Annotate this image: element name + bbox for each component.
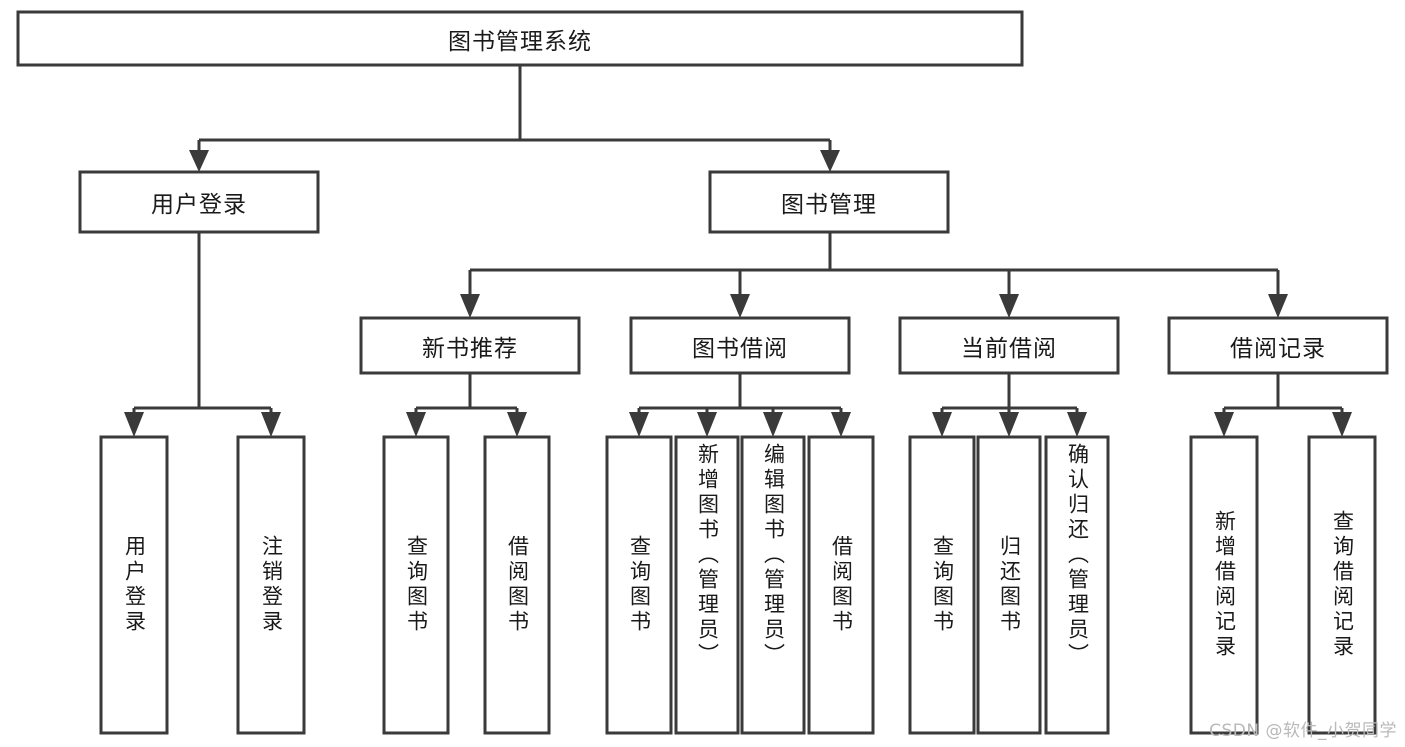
node-box-root[interactable] xyxy=(16,10,1024,67)
node-box-leaf-query-record[interactable] xyxy=(1307,435,1377,735)
connector-group-book-manage-to-level3 xyxy=(460,232,1288,318)
arrow-book-manage xyxy=(820,150,840,172)
arrow-leaf-edit-book xyxy=(763,412,783,437)
node-box-leaf-borrow-book-1[interactable] xyxy=(483,435,551,735)
node-box-new-book-recommend[interactable] xyxy=(359,316,581,375)
arrow-new-book-recommend xyxy=(460,294,480,318)
node-box-leaf-return-book[interactable] xyxy=(976,435,1042,735)
connector-group-user-login-to-leaves xyxy=(124,232,281,437)
connector-group-current-borrow-to-leaves xyxy=(932,373,1087,437)
connector-group-borrow-record-to-leaves xyxy=(1214,373,1352,437)
arrow-leaf-query-book-1 xyxy=(406,412,426,437)
node-box-leaf-query-book-1[interactable] xyxy=(382,435,450,735)
arrow-leaf-borrow-book-2 xyxy=(831,412,851,437)
arrow-leaf-query-record xyxy=(1332,412,1352,437)
node-box-user-login[interactable] xyxy=(78,170,320,234)
connector-group-book-borrow-to-leaves xyxy=(629,373,851,437)
arrow-leaf-return-book xyxy=(999,412,1019,437)
arrow-current-borrow xyxy=(999,294,1019,318)
arrow-leaf-query-book-3 xyxy=(932,412,952,437)
node-box-borrow-record[interactable] xyxy=(1167,316,1389,375)
arrow-leaf-confirm-return xyxy=(1067,412,1087,437)
node-box-leaf-logout-login[interactable] xyxy=(236,435,306,735)
node-box-leaf-query-book-2[interactable] xyxy=(605,435,673,735)
connector-group-new-book-to-leaves xyxy=(406,373,527,437)
arrow-leaf-logout-login xyxy=(261,412,281,437)
arrow-leaf-user-login xyxy=(124,412,144,437)
node-box-leaf-add-record[interactable] xyxy=(1189,435,1259,735)
csdn-watermark: CSDN @软件_小贺同学 xyxy=(1209,721,1397,741)
arrow-leaf-add-book xyxy=(697,412,717,437)
node-box-leaf-edit-book[interactable] xyxy=(740,435,806,735)
arrow-borrow-record xyxy=(1268,294,1288,318)
node-box-leaf-query-book-3[interactable] xyxy=(908,435,976,735)
node-box-leaf-borrow-book-2[interactable] xyxy=(807,435,875,735)
node-box-leaf-user-login[interactable] xyxy=(99,435,169,735)
node-box-book-borrow[interactable] xyxy=(629,316,851,375)
connector-group-root-to-level2 xyxy=(189,65,840,172)
node-box-book-manage[interactable] xyxy=(708,170,950,234)
arrow-leaf-query-book-2 xyxy=(629,412,649,437)
arrow-user-login xyxy=(189,150,209,172)
arrow-book-borrow xyxy=(730,294,750,318)
node-box-leaf-add-book[interactable] xyxy=(674,435,740,735)
node-box-current-borrow[interactable] xyxy=(898,316,1120,375)
arrow-leaf-borrow-book-1 xyxy=(507,412,527,437)
node-box-leaf-confirm-return[interactable] xyxy=(1044,435,1110,735)
arrow-leaf-add-record xyxy=(1214,412,1234,437)
